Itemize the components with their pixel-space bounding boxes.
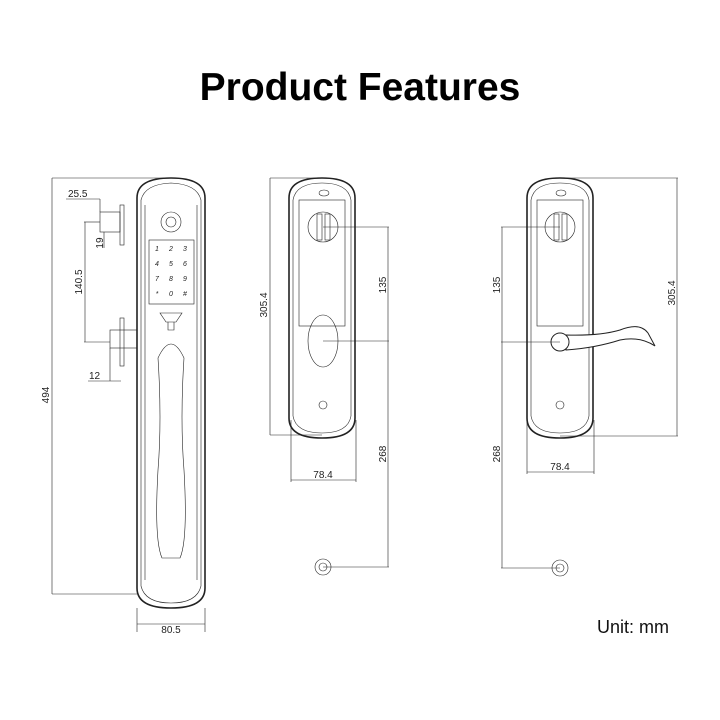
dim-knob-rosette: 268 — [378, 445, 389, 462]
keypad-key: 2 — [168, 246, 173, 253]
keypad-key: 5 — [169, 261, 173, 268]
dim-lever-width: 78.4 — [550, 462, 570, 473]
dim-knob-center: 135 — [378, 276, 389, 293]
keypad-key: 1 — [155, 246, 159, 253]
unit-label: Unit: mm — [597, 617, 669, 637]
keypad-key: 8 — [169, 276, 173, 283]
keypad-key: 9 — [183, 276, 187, 283]
page-title: Product Features — [199, 66, 521, 109]
keypad — [148, 239, 195, 305]
front-plate — [136, 177, 206, 609]
interior-knob-view: 305.4 135 268 78.4 — [259, 177, 389, 576]
keypad-key: 0 — [169, 291, 173, 298]
dim-front-width: 80.5 — [161, 625, 181, 636]
interior-lever-view: 305.4 135 268 78.4 — [492, 177, 678, 577]
keypad-key: # — [183, 291, 187, 298]
keypad-key: * — [156, 291, 159, 298]
keypad-key: 3 — [183, 246, 187, 253]
dim-latch: 12 — [89, 371, 101, 382]
keypad-key: 7 — [155, 276, 160, 283]
dim-knob-width: 78.4 — [313, 470, 333, 481]
dim-lever-center: 135 — [492, 276, 503, 293]
dim-backset: 25.5 — [68, 189, 88, 200]
dim-bolt-offset: 19 — [95, 237, 106, 249]
lever-plate — [526, 177, 594, 439]
dim-knob-plate-height: 305.4 — [259, 292, 270, 317]
dim-lever-rosette: 268 — [492, 445, 503, 462]
thumb-turn — [159, 312, 183, 331]
keypad-key: 6 — [183, 261, 187, 268]
dim-lever-plate-height: 305.4 — [667, 280, 678, 305]
handle-grip — [156, 343, 186, 559]
dim-front-height: 494 — [41, 386, 52, 403]
keypad-key: 4 — [155, 261, 159, 268]
key-cylinder — [160, 211, 182, 233]
dim-spacing: 140.5 — [74, 269, 85, 294]
lever-handle — [565, 326, 656, 351]
